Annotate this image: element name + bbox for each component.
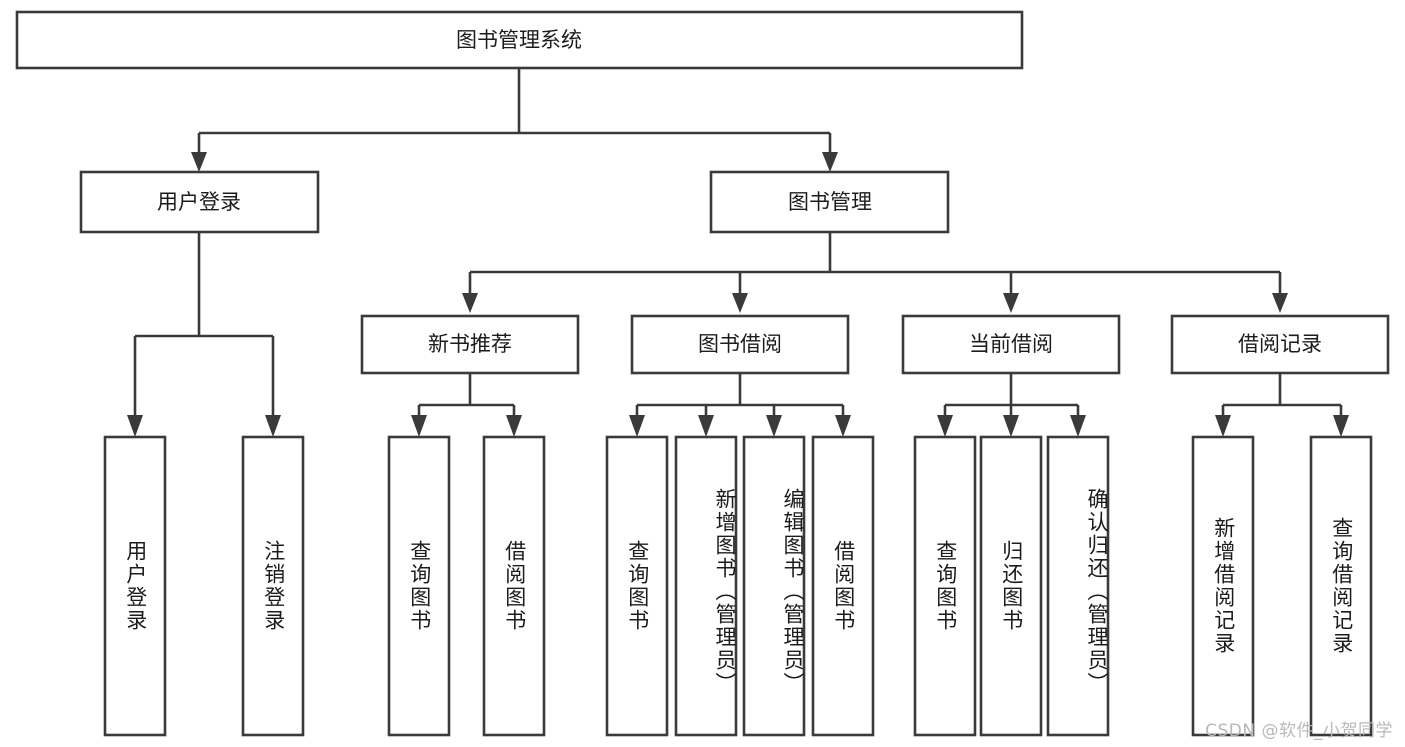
arrow-head-user-login <box>191 152 207 172</box>
node-book-borrow[interactable]: 图书借阅 <box>630 314 850 375</box>
node-user-login[interactable]: 用户登录 <box>79 170 320 234</box>
arrow-head-leaf-logout-login <box>265 415 281 437</box>
node-root-box[interactable] <box>15 10 1024 70</box>
csdn-watermark: CSDN @软件_小贺同学 <box>1205 721 1393 741</box>
node-book-borrow-label: 图书借阅 <box>698 332 782 356</box>
arrow-head-leaf-return-book <box>1003 415 1019 437</box>
node-new-book-recommend[interactable]: 新书推荐 <box>360 314 580 375</box>
arrow-head-leaf-confirm-return <box>1070 415 1086 437</box>
arrow-head-leaf-edit-book <box>766 415 782 437</box>
leaf-borrow-book-2-box[interactable] <box>811 435 875 737</box>
leaf-boxes <box>103 435 1373 737</box>
node-current-borrow[interactable]: 当前借阅 <box>901 314 1121 375</box>
arrow-head-leaf-borrow-book-1 <box>506 415 522 437</box>
arrow-head-borrow-record <box>1272 293 1288 313</box>
node-borrow-record[interactable]: 借阅记录 <box>1170 314 1390 375</box>
leaf-user-login-box[interactable] <box>103 435 167 737</box>
node-current-borrow-box[interactable] <box>901 314 1121 375</box>
node-book-management[interactable]: 图书管理 <box>709 170 950 234</box>
arrow-head-new-book-recommend <box>462 293 478 313</box>
leaf-query-book-3-box[interactable] <box>913 435 977 737</box>
node-root[interactable]: 图书管理系统 <box>15 10 1024 70</box>
connector-book-borrow-to-leaves <box>629 373 851 437</box>
node-borrow-record-label: 借阅记录 <box>1238 332 1322 356</box>
node-new-book-recommend-box[interactable] <box>360 314 580 375</box>
node-user-login-box[interactable] <box>79 170 320 234</box>
node-borrow-record-box[interactable] <box>1170 314 1390 375</box>
arrow-head-current-borrow <box>1003 293 1019 313</box>
leaf-borrow-book-1-box[interactable] <box>482 435 546 737</box>
arrow-head-book-management <box>822 152 838 172</box>
arrow-head-leaf-user-login <box>127 415 143 437</box>
arrow-head-leaf-query-book-1 <box>411 415 427 437</box>
node-root-label: 图书管理系统 <box>456 28 582 52</box>
leaf-add-record-box[interactable] <box>1191 435 1255 737</box>
arrow-head-book-borrow <box>732 293 748 313</box>
leaf-add-book-box[interactable] <box>674 435 738 737</box>
leaf-edit-book-box[interactable] <box>742 435 806 737</box>
node-user-login-label: 用户登录 <box>157 190 241 214</box>
leaf-confirm-return-box[interactable] <box>1046 435 1110 737</box>
connector-user-login-to-leaves <box>127 232 281 437</box>
arrow-head-leaf-query-book-3 <box>937 415 953 437</box>
leaf-query-book-2-box[interactable] <box>605 435 669 737</box>
node-book-borrow-box[interactable] <box>630 314 850 375</box>
connector-root-to-level2 <box>191 68 838 172</box>
node-current-borrow-label: 当前借阅 <box>969 332 1053 356</box>
connector-book-management-to-level3 <box>462 232 1288 313</box>
connector-current-borrow-to-leaves <box>937 373 1086 437</box>
connector-borrow-record-to-leaves <box>1215 373 1349 437</box>
arrow-head-leaf-add-book <box>698 415 714 437</box>
node-book-management-box[interactable] <box>709 170 950 234</box>
leaf-query-book-1-box[interactable] <box>387 435 451 737</box>
arrow-head-leaf-query-book-2 <box>629 415 645 437</box>
leaf-logout-login-box[interactable] <box>241 435 305 737</box>
connector-new-book-recommend-to-leaves <box>411 373 522 437</box>
node-new-book-recommend-label: 新书推荐 <box>428 332 512 356</box>
node-book-management-label: 图书管理 <box>788 190 872 214</box>
leaf-return-book-box[interactable] <box>979 435 1043 737</box>
leaf-query-record-box[interactable] <box>1309 435 1373 737</box>
arrow-head-leaf-query-record <box>1333 415 1349 437</box>
arrow-head-leaf-borrow-book-2 <box>835 415 851 437</box>
arrow-head-leaf-add-record <box>1215 415 1231 437</box>
